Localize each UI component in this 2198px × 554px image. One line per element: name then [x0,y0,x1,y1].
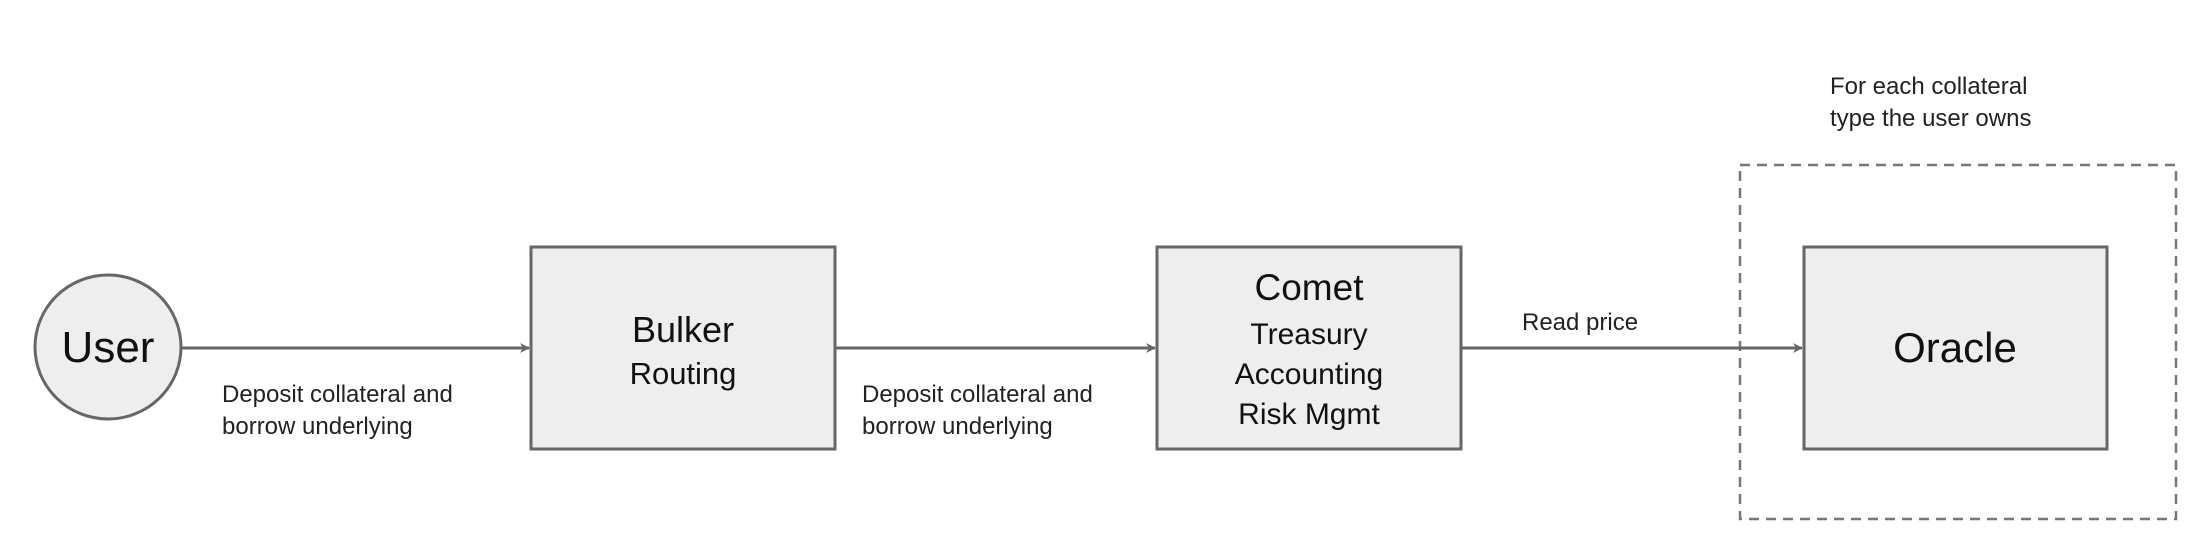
edge-label-bulker-comet: Deposit collateral and borrow underlying [862,381,1099,440]
edge-label-user-bulker: Deposit collateral and borrow underlying [222,381,459,440]
node-user: User [33,273,183,421]
node-oracle: Oracle [1802,245,2109,451]
comet-line-accounting: Accounting [1235,358,1383,391]
group-note: For each collateral type the user owns [1830,73,2034,132]
edge-label-comet-oracle: Read price [1522,309,1638,336]
comet-line-risk: Risk Mgmt [1238,398,1380,431]
node-comet: Comet Treasury Accounting Risk Mgmt [1155,245,1463,451]
oracle-label: Oracle [1893,324,2017,371]
comet-line-treasury: Treasury [1250,318,1367,351]
bulker-subtitle: Routing [630,356,737,391]
node-bulker: Bulker Routing [529,245,837,451]
comet-title: Comet [1255,267,1365,308]
collateral-group-boundary [1738,163,2178,521]
user-label: User [62,323,155,372]
bulker-title: Bulker [632,309,734,350]
